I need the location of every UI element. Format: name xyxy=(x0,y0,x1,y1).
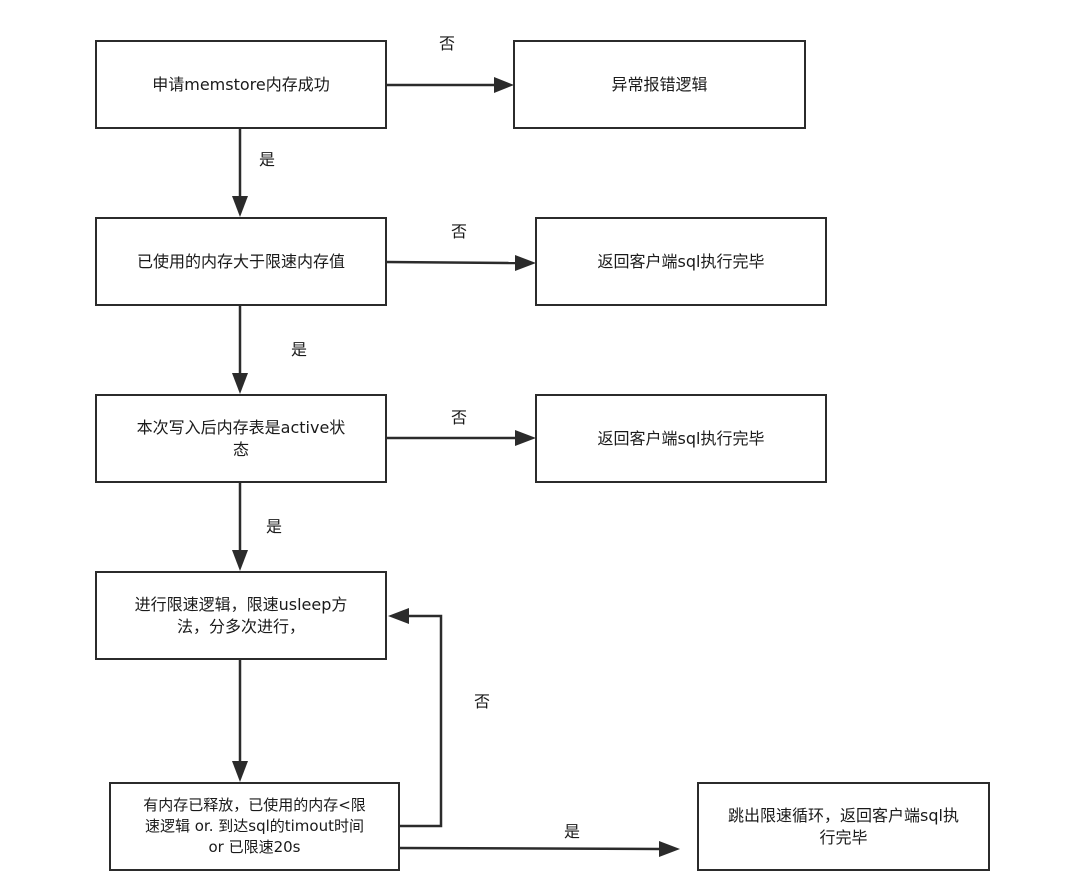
node-text: 行完毕 xyxy=(819,827,868,847)
node-text: 本次写入后内存表是active状 xyxy=(136,417,346,437)
arrowhead xyxy=(232,196,248,217)
node-text: 返回客户端sql执行完毕 xyxy=(597,428,765,448)
node-throttle-logic: 进行限速逻辑，限速usleep方 法，分多次进行， xyxy=(95,571,387,660)
node-text: 申请memstore内存成功 xyxy=(152,74,330,94)
node-text: 返回客户端sql执行完毕 xyxy=(597,251,765,271)
node-text: 态 xyxy=(232,439,249,459)
edge-label-yes: 是 xyxy=(564,822,581,841)
node-text: 异常报错逻辑 xyxy=(611,74,708,94)
edge-label-no: 否 xyxy=(451,222,468,241)
arrowhead xyxy=(388,608,409,624)
edge-check-used-to-return1 xyxy=(385,260,517,265)
node-apply-memstore: 申请memstore内存成功 xyxy=(95,40,387,129)
arrowhead xyxy=(232,373,248,394)
edge-release-loop-to-throttle xyxy=(399,614,443,828)
node-return-client-2: 返回客户端sql执行完毕 xyxy=(535,394,827,483)
edge-label-yes: 是 xyxy=(266,517,283,536)
arrowhead xyxy=(232,761,248,782)
node-check-active: 本次写入后内存表是active状 态 xyxy=(95,394,387,483)
node-check-used-memory: 已使用的内存大于限速内存值 xyxy=(95,217,387,306)
edge-label-no: 否 xyxy=(451,408,468,427)
arrowhead xyxy=(515,255,536,271)
node-text: 速逻辑 or. 到达sql的timout时间 xyxy=(144,817,364,835)
arrowhead xyxy=(515,430,536,446)
node-error-logic: 异常报错逻辑 xyxy=(513,40,806,129)
edge-label-no: 否 xyxy=(439,34,456,53)
arrowhead xyxy=(659,841,680,857)
edge-label-no: 否 xyxy=(474,692,491,711)
edge-label-yes: 是 xyxy=(259,150,276,169)
node-text: or 已限速20s xyxy=(208,838,301,856)
arrowhead xyxy=(494,77,514,93)
edge-release-to-exit xyxy=(398,846,661,851)
edge-label-yes: 是 xyxy=(291,340,308,359)
node-text: 法，分多次进行， xyxy=(176,616,305,636)
node-release-condition: 有内存已释放，已使用的内存<限 速逻辑 or. 到达sql的timout时间 o… xyxy=(109,782,400,871)
node-text: 进行限速逻辑，限速usleep方 xyxy=(134,594,348,614)
arrowhead xyxy=(232,550,248,571)
node-text: 有内存已释放，已使用的内存<限 xyxy=(143,796,366,814)
node-exit-loop: 跳出限速循环，返回客户端sql执 行完毕 xyxy=(697,782,990,871)
node-text: 跳出限速循环，返回客户端sql执 xyxy=(728,805,959,825)
node-return-client-1: 返回客户端sql执行完毕 xyxy=(535,217,827,306)
node-text: 已使用的内存大于限速内存值 xyxy=(136,251,345,271)
